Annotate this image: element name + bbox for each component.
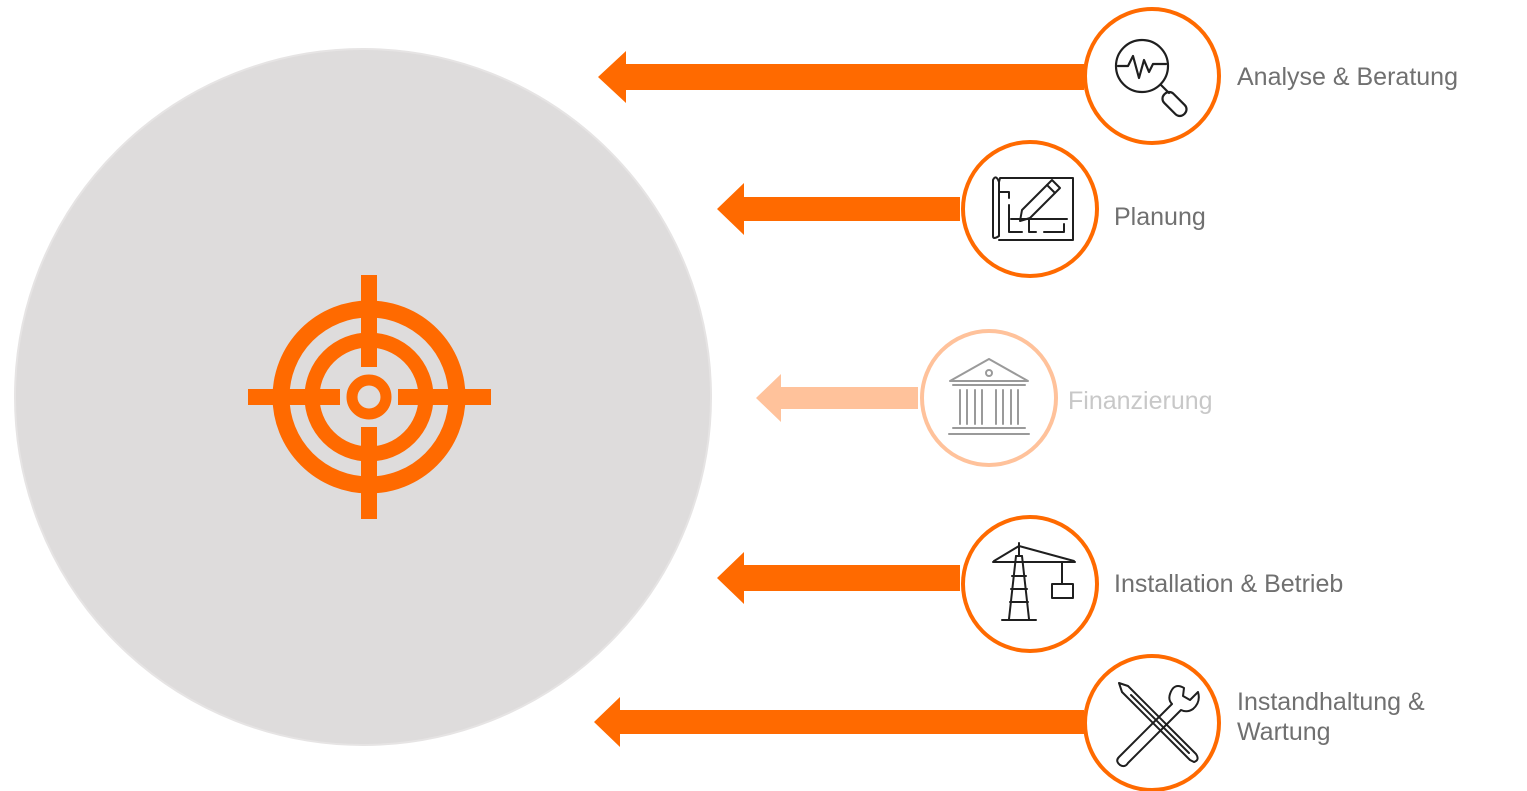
service-analyse — [1083, 7, 1221, 145]
hub-circle — [14, 48, 712, 746]
analysis-magnifier-icon — [1114, 38, 1188, 118]
target-crosshair-icon — [248, 275, 491, 519]
label-analyse: Analyse & Beratung — [1237, 63, 1458, 91]
construction-crane-icon — [992, 542, 1076, 621]
blueprint-pencil-icon — [992, 176, 1074, 241]
arrow-finanzierung — [756, 374, 918, 422]
label-installation: Installation & Betrieb — [1114, 570, 1344, 598]
label-finanzierung: Finanzierung — [1068, 387, 1213, 415]
service-instandhaltung — [1083, 654, 1221, 791]
wrench-screwdriver-icon — [1116, 682, 1200, 768]
arrow-planung — [717, 183, 960, 235]
label-instandhaltung-line-2: Wartung — [1237, 718, 1331, 746]
arrow-instandhaltung — [594, 697, 1084, 747]
arrow-installation — [717, 552, 960, 604]
service-installation — [961, 515, 1099, 653]
bank-building-icon — [948, 358, 1030, 435]
service-planung — [961, 140, 1099, 278]
service-finanzierung — [920, 329, 1058, 467]
arrow-analyse — [598, 51, 1084, 103]
label-instandhaltung: Instandhaltung & Wartung — [1237, 687, 1425, 747]
label-instandhaltung-line-1: Instandhaltung & — [1237, 688, 1425, 716]
label-planung: Planung — [1114, 203, 1206, 231]
